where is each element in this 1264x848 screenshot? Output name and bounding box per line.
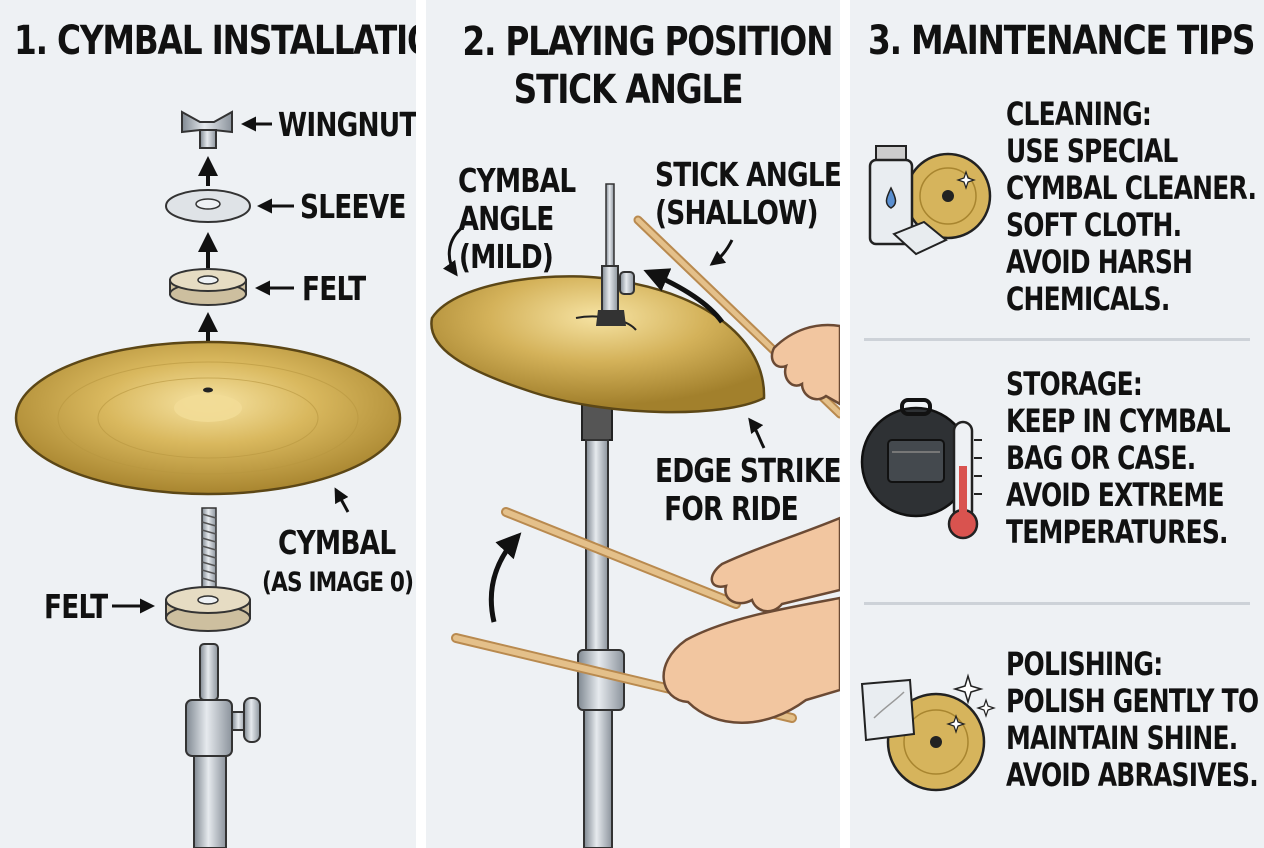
cymbal-angle-line3: (MILD)	[458, 237, 554, 276]
tilter-icon	[596, 265, 635, 326]
cymbal-note-label: (AS IMAGE 0)	[262, 567, 414, 598]
lower-stick-arrow	[488, 532, 522, 623]
edge-strike-line1: EDGE STRIKE	[655, 451, 840, 490]
stick-angle-label: STICK ANGLE (SHALLOW)	[655, 156, 840, 232]
sleeve-label: SLEEVE	[300, 187, 406, 226]
playing-title-line2: STICK ANGLE	[513, 67, 744, 113]
maintenance-icons	[860, 145, 996, 792]
cymbal-icon	[14, 340, 402, 496]
hand-bottom-icon	[662, 596, 840, 724]
cymbal-angle-line1: CYMBAL	[458, 161, 576, 200]
tip-body: POLISH GENTLY TO MAINTAIN SHINE. AVOID A…	[1006, 682, 1259, 794]
tip-heading: CLEANING:	[1006, 95, 1152, 133]
tip-cleaning: CLEANING: USE SPECIAL CYMBAL CLEANER. SO…	[1006, 96, 1264, 318]
tip-polishing: POLISHING: POLISH GENTLY TO MAINTAIN SHI…	[1006, 646, 1264, 794]
wingnut-label: WINGNUT	[278, 105, 416, 144]
cymbal-angle-label: CYMBAL ANGLE (MILD)	[458, 162, 576, 276]
tip-heading: STORAGE:	[1006, 365, 1143, 403]
sleeve-washer-icon	[165, 189, 251, 223]
felt-top-icon	[169, 268, 247, 306]
cymbal-angle-line2: ANGLE	[458, 199, 554, 238]
installation-illustration	[14, 110, 402, 848]
tip-body: USE SPECIAL CYMBAL CLEANER. SOFT CLOTH. …	[1006, 132, 1257, 318]
polish-cloth-sparkle-icon	[860, 673, 996, 792]
drumstick-middle-icon	[501, 507, 741, 609]
stick-angle-line2: (SHALLOW)	[655, 193, 819, 232]
edge-strike-label: EDGE STRIKE FOR RIDE	[655, 452, 840, 528]
cymbal-bag-thermometer-icon	[860, 398, 982, 540]
playing-illustration	[430, 183, 840, 848]
maintenance-panel: 3. MAINTENANCE TIPS	[850, 0, 1264, 848]
installation-panel: 1. CYMBAL INSTALLATION WINGNUT SLEEVE FE…	[0, 0, 416, 848]
label-arrows	[241, 116, 294, 296]
edge-strike-arrow	[748, 417, 766, 449]
tip-storage: STORAGE: KEEP IN CYMBAL BAG OR CASE. AVO…	[1006, 366, 1264, 551]
stick-angle-arrow	[709, 239, 734, 266]
felt-bottom-icon	[165, 586, 251, 632]
stick-motion-arrow	[643, 268, 725, 324]
playing-panel: 2. PLAYING POSITION & STICK ANGLE CYMBAL…	[426, 0, 840, 848]
stand-pole-icon	[577, 183, 625, 848]
felt-top-label: FELT	[302, 269, 366, 308]
felt-bottom-label: FELT	[44, 587, 108, 626]
tip-body: KEEP IN CYMBAL BAG OR CASE. AVOID EXTREM…	[1006, 402, 1231, 551]
cymbal-label: CYMBAL	[278, 523, 396, 562]
playing-title-line1: 2. PLAYING POSITION &	[462, 19, 840, 65]
cleaner-bottle-cloth-icon	[868, 145, 992, 256]
divider	[864, 338, 1250, 341]
cymbal-stand-icon	[185, 643, 261, 848]
tip-heading: POLISHING:	[1006, 645, 1163, 683]
hand-middle-icon	[710, 516, 840, 613]
edge-strike-line2: FOR RIDE	[664, 489, 799, 528]
wingnut-icon	[181, 110, 233, 149]
playing-title: 2. PLAYING POSITION & STICK ANGLE	[462, 18, 840, 114]
cymbal-angle-arrow	[442, 224, 465, 277]
installation-title: 1. CYMBAL INSTALLATION	[14, 18, 416, 64]
maintenance-title: 3. MAINTENANCE TIPS	[868, 18, 1255, 64]
divider	[864, 602, 1250, 605]
stick-angle-line1: STICK ANGLE	[655, 155, 840, 194]
arrow-to-cymbal	[334, 487, 350, 513]
hand-top-icon	[770, 323, 840, 406]
